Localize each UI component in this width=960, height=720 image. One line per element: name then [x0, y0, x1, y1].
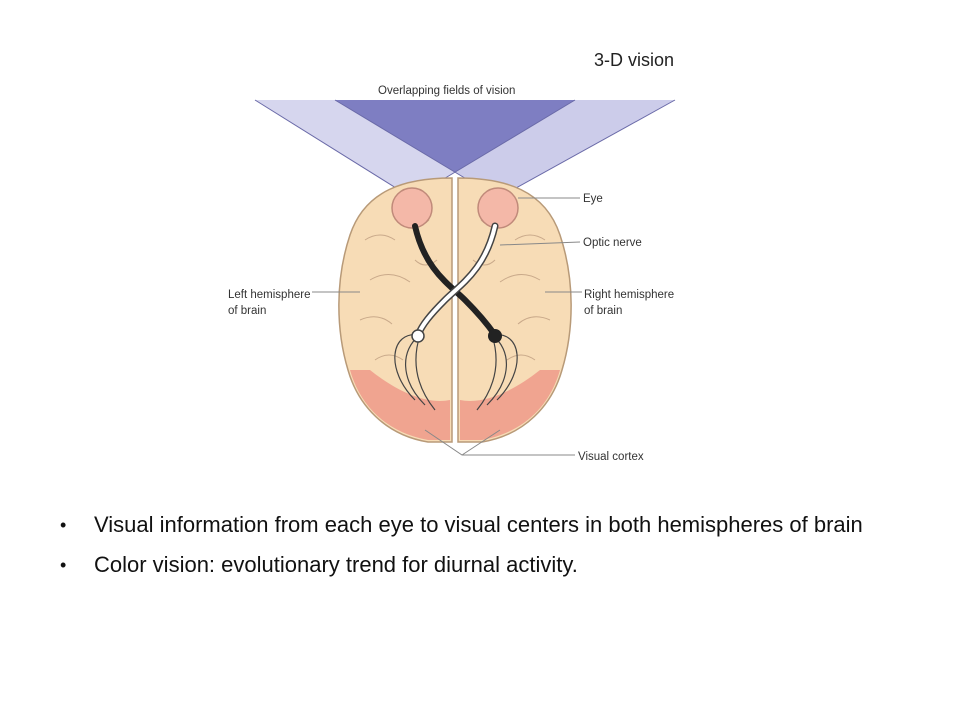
label-right-hemisphere-2: of brain — [584, 305, 622, 317]
slide-title: 3-D vision — [594, 50, 675, 70]
label-right-hemisphere: Right hemisphere — [584, 289, 674, 301]
left-eye — [391, 187, 433, 229]
brain-vision-diagram: Overlapping fields of vision Eye Optic n… — [228, 80, 676, 463]
visual-fields — [254, 99, 676, 199]
label-optic-nerve: Optic nerve — [583, 237, 642, 249]
optic-nerve-dark — [412, 223, 498, 338]
label-left-hemisphere-2: of brain — [228, 305, 266, 317]
brain — [338, 177, 572, 443]
bullet-text: Visual information from each eye to visu… — [94, 512, 863, 537]
label-eye: Eye — [583, 193, 603, 205]
label-overlapping-fields: Overlapping fields of vision — [378, 85, 515, 97]
lateral-geniculate-left — [411, 329, 425, 343]
label-left-hemisphere: Left hemisphere — [228, 289, 310, 301]
bullet-text: Color vision: evolutionary trend for diu… — [94, 552, 578, 577]
visual-cortex-left — [350, 370, 450, 440]
visual-cortex-right — [460, 370, 560, 440]
bullet-dot-icon: • — [60, 515, 67, 535]
bullet-dot-icon: • — [60, 555, 67, 575]
lateral-geniculate-right — [488, 329, 502, 343]
overlap-field — [335, 100, 575, 172]
bullet-item: • Visual information from each eye to vi… — [60, 510, 920, 540]
right-eye — [477, 187, 519, 229]
bullet-item: • Color vision: evolutionary trend for d… — [60, 550, 920, 580]
label-visual-cortex: Visual cortex — [578, 451, 644, 463]
bullet-list: • Visual information from each eye to vi… — [60, 510, 920, 590]
